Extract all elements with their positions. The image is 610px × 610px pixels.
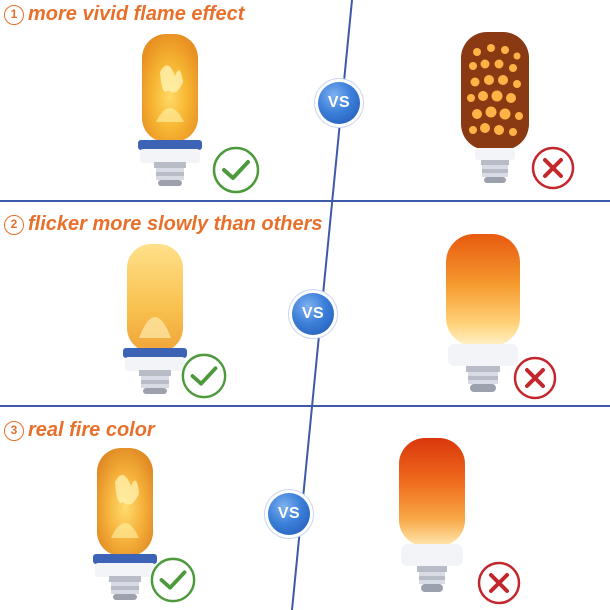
flame-bulb-image	[123, 244, 187, 394]
vs-badge: VS	[268, 493, 310, 535]
row-1-caption-text: more vivid flame effect	[28, 3, 245, 25]
check-icon	[150, 557, 196, 603]
red-flame-bulb-image	[399, 438, 465, 592]
row-2-caption-text: flicker more slowly than others	[28, 213, 323, 235]
row-divider	[0, 200, 610, 202]
flame-bulb-image	[138, 34, 202, 186]
check-icon	[181, 353, 227, 399]
cross-icon	[513, 356, 557, 400]
vs-badge: VS	[292, 293, 334, 335]
orange-flame-bulb-image	[446, 234, 520, 392]
check-icon	[212, 146, 260, 194]
flame-bulb-image	[93, 448, 157, 600]
row-3-caption-text: real fire color	[28, 419, 155, 441]
vs-badge: VS	[318, 82, 360, 124]
row-2-number: 2	[4, 215, 24, 235]
row-3-number: 3	[4, 421, 24, 441]
row-divider	[0, 405, 610, 407]
led-dot-bulb-image	[461, 32, 529, 183]
cross-icon	[477, 561, 521, 605]
row-1-number: 1	[4, 5, 24, 25]
cross-icon	[531, 146, 575, 190]
